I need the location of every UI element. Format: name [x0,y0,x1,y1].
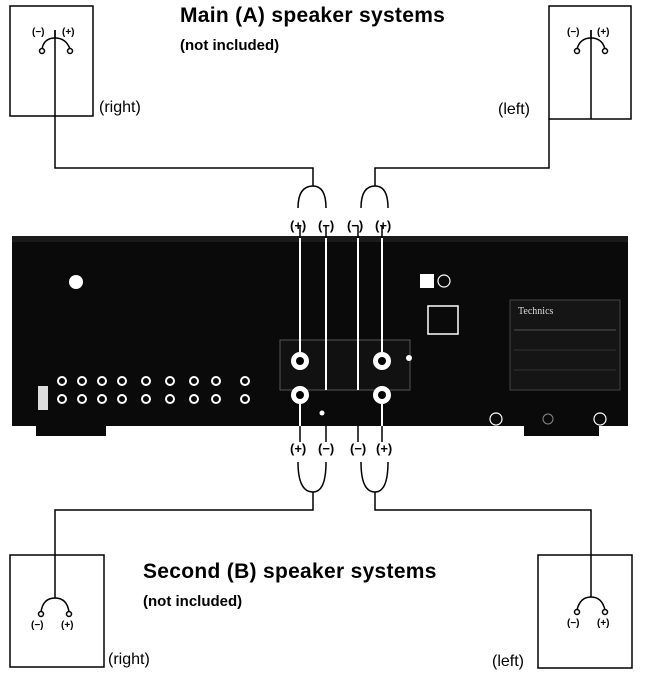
second-left-pos-label: (+) [597,618,610,629]
speaker-main-right [9,5,94,117]
amp-bottom-b-right-neg: (−) [318,441,335,456]
main-left-neg-label: (−) [567,27,580,38]
speaker-main-left [548,5,632,120]
ground-screw [69,275,83,289]
amp-bottom-b-left-neg: (−) [350,441,367,456]
second-right-neg-label: (−) [31,620,44,631]
amplifier-brand: Technics [518,306,554,317]
main-right-label: (right) [99,99,141,116]
second-speakers-subtitle: (not included) [143,593,243,610]
amp-top-a-right-neg: (−) [318,218,335,233]
second-left-label: (left) [492,653,524,670]
amp-top-a-left-neg: (−) [347,218,364,233]
rca-input-jacks [57,376,250,404]
speaker-second-right [9,554,105,668]
main-right-neg-label: (−) [32,27,45,38]
amp-top-a-right-pos: (+) [290,218,307,233]
rating-plate [509,299,621,391]
second-left-neg-label: (−) [567,618,580,629]
speaker-second-left [537,554,633,669]
second-speakers-title: Second (B) speaker systems [143,560,437,583]
speaker-terminal-posts [291,352,391,404]
second-right-label: (right) [108,651,150,668]
amp-bottom-b-left-pos: (+) [376,441,393,456]
main-left-pos-label: (+) [597,27,610,38]
wires [54,30,592,598]
amp-bottom-b-right-pos: (+) [290,441,307,456]
main-right-pos-label: (+) [62,27,75,38]
panel-wires [299,238,383,426]
main-left-label: (left) [498,101,530,118]
main-speakers-title: Main (A) speaker systems [180,4,446,27]
main-speakers-subtitle: (not included) [180,37,280,54]
ac-outlet [427,305,459,335]
second-right-pos-label: (+) [61,620,74,631]
amp-top-a-left-pos: (+) [375,218,392,233]
